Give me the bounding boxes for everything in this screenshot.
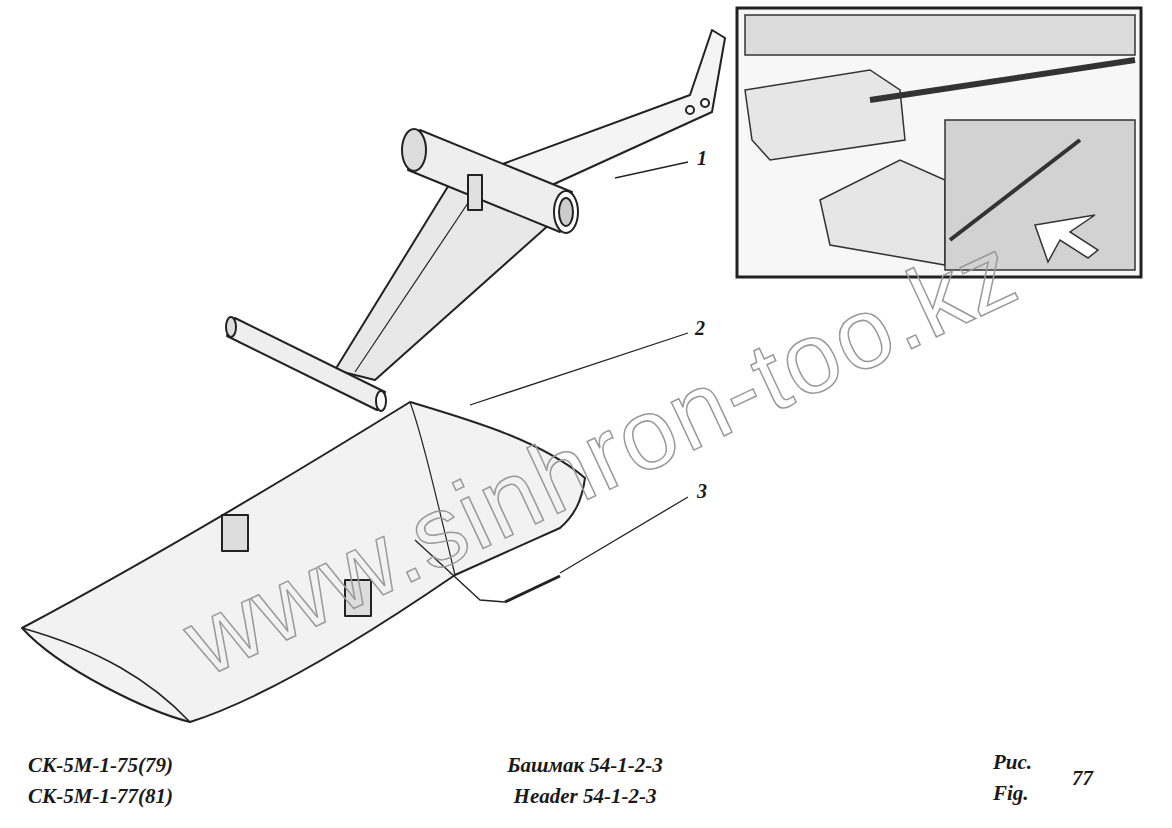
part-title: Башмак 54-1-2-3 <box>507 755 663 776</box>
clip <box>222 515 248 551</box>
callout-number: 2 <box>695 318 705 338</box>
pin <box>505 576 560 602</box>
tube <box>408 130 572 232</box>
model-code: СК-5М-1-75(79) <box>28 755 173 776</box>
callout-number: 1 <box>697 148 707 168</box>
figure-number: 77 <box>1072 768 1093 789</box>
figure-label: Fig. <box>993 783 1029 804</box>
bracket-plank <box>500 30 725 195</box>
part-title: Header 54-1-2-3 <box>514 786 657 807</box>
rod <box>227 318 385 410</box>
model-code: СК-5М-1-77(81) <box>28 786 173 807</box>
callout-number: 3 <box>697 481 707 501</box>
watermark: www.sinhron-too.kz <box>170 219 1031 691</box>
figure-label: Рис. <box>993 752 1032 773</box>
